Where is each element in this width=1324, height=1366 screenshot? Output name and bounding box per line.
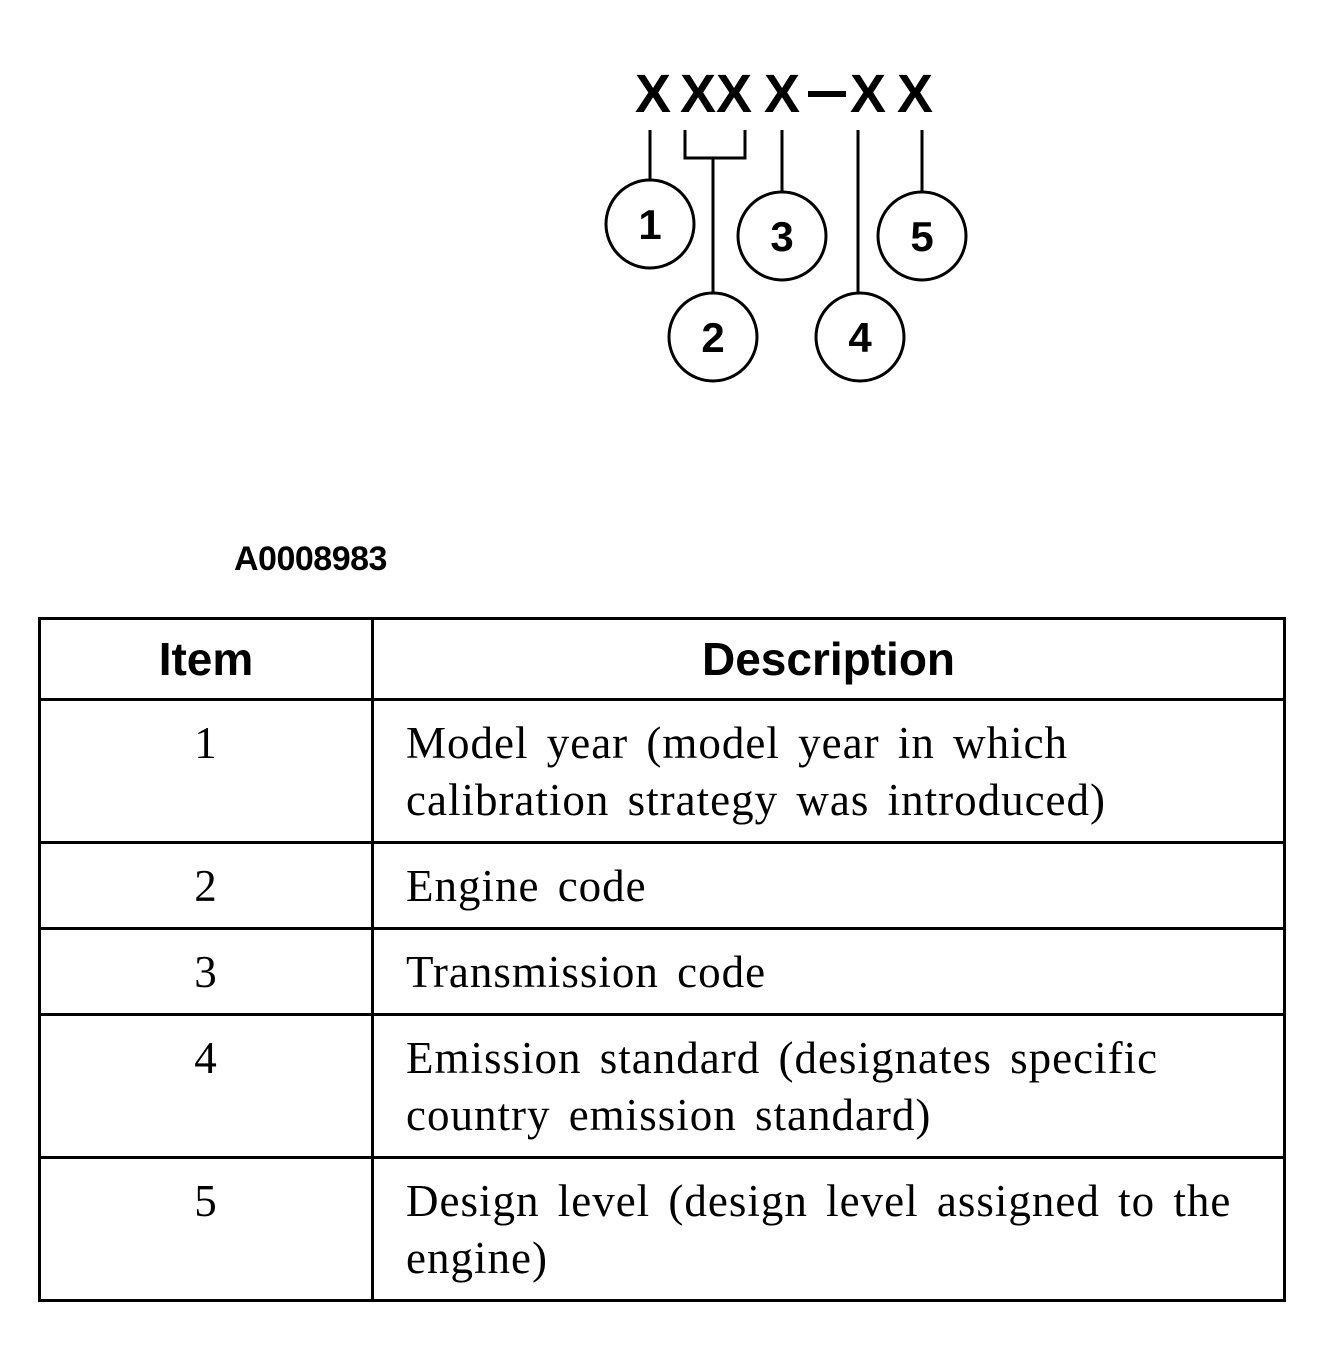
table-row: 5 Design level (design level assigned to…: [38, 1156, 1286, 1302]
header-item: Item: [38, 617, 374, 701]
callout-circle-5: [876, 190, 968, 282]
row-item-cell: 4: [38, 1013, 374, 1159]
table-header-row: Item Description: [38, 617, 1286, 701]
row-item-cell: 5: [38, 1156, 374, 1302]
callout-number-5: 5: [910, 213, 933, 260]
callout-number-4: 4: [848, 314, 872, 361]
row-item-cell: 1: [38, 698, 374, 844]
row-description-cell: Model year (model year in which calibrat…: [371, 698, 1286, 844]
code-char-1: X: [635, 64, 671, 124]
callout-number-3: 3: [770, 213, 793, 260]
bracket-2: [683, 130, 747, 160]
table-row: 2 Engine code: [38, 841, 1286, 930]
callout-number-1: 1: [638, 201, 661, 248]
table-row: 4 Emission standard (designates specific…: [38, 1013, 1286, 1159]
figure-id: A0008983: [234, 540, 387, 578]
header-description: Description: [371, 617, 1286, 701]
callout-number-2: 2: [701, 314, 724, 361]
callout-circle-1: [604, 178, 696, 270]
row-item-cell: 2: [38, 841, 374, 930]
calibration-code-diagram: X XX X X X 1 2 3 4 5: [604, 64, 968, 383]
row-description-cell: Emission standard (designates specific c…: [371, 1013, 1286, 1159]
row-description-cell: Engine code: [371, 841, 1286, 930]
code-char-2: XX: [680, 64, 752, 124]
code-char-4: X: [850, 64, 886, 124]
row-description-cell: Design level (design level assigned to t…: [371, 1156, 1286, 1302]
row-description-cell: Transmission code: [371, 927, 1286, 1016]
callout-circle-3: [736, 190, 828, 282]
table-row: 3 Transmission code: [38, 927, 1286, 1016]
code-char-3: X: [764, 64, 800, 124]
table-row: 1 Model year (model year in which calibr…: [38, 698, 1286, 844]
row-item-cell: 3: [38, 927, 374, 1016]
code-char-5: X: [897, 64, 933, 124]
legend-table: Item Description 1 Model year (model yea…: [38, 617, 1286, 1302]
callout-circle-4: [814, 291, 906, 383]
callout-circle-2: [667, 291, 759, 383]
